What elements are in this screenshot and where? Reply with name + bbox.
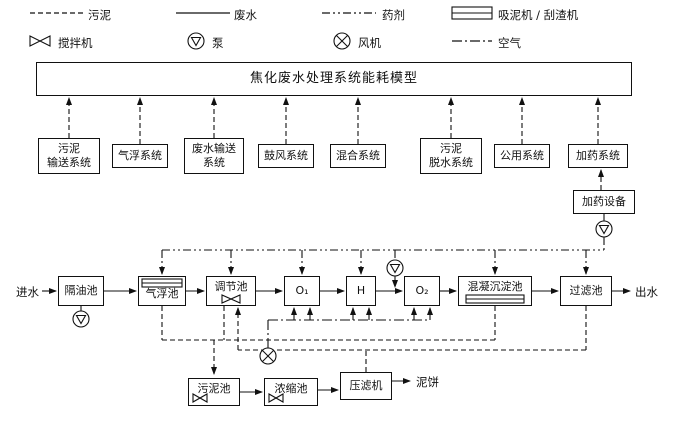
unit-label: 污泥池 (197, 382, 231, 395)
subsystem-mixing: 混合系统 (330, 144, 386, 168)
model-title: 焦化废水处理系统能耗模型 (249, 70, 418, 86)
blower-fan-icon (259, 347, 277, 365)
legend-fan-label: 风机 (358, 36, 381, 50)
chemical-lines (159, 214, 605, 288)
subsystem-label: 公用系统 (500, 148, 544, 162)
subsystem-label: 污泥 (440, 141, 462, 155)
unit-o2-tank: O₂ (404, 276, 440, 306)
subsystem-label: 输送系统 (47, 156, 91, 169)
unit-label: 气浮池 (145, 286, 179, 300)
dosing-equipment-label: 加药设备 (582, 194, 626, 208)
unit-label: O₁ (295, 283, 309, 297)
unit-filter-tank: 过滤池 (560, 276, 612, 306)
unit-label: O₂ (415, 283, 429, 297)
subsystem-label: 废水输送 (192, 141, 236, 155)
mud-cake-label: 泥饼 (416, 375, 439, 389)
sludge-lines (161, 306, 587, 375)
unit-label: 混凝沉淀池 (467, 280, 523, 293)
legend-sludge-label: 污泥 (88, 8, 111, 22)
unit-h-tank: H (346, 276, 376, 306)
subsystem-sludge-conveying: 污泥 输送系统 (38, 138, 100, 174)
flotation-scraper-icon (141, 278, 183, 288)
unit-regulating-tank: 调节池 (206, 276, 256, 306)
subsystem-label: 混合系统 (336, 148, 380, 162)
legend-chemical-label: 药剂 (382, 8, 405, 22)
air-lines (267, 319, 430, 348)
subsystem-label: 系统 (203, 156, 225, 169)
subsystem-label: 脱水系统 (429, 156, 473, 169)
dosing-equipment-box: 加药设备 (573, 190, 635, 214)
unit-oil-separation-tank: 隔油池 (58, 276, 104, 306)
recycle-pump-icon (386, 259, 404, 277)
model-title-box: 焦化废水处理系统能耗模型 (36, 62, 632, 96)
aeration-branches (291, 307, 433, 320)
unit-label: 调节池 (214, 280, 248, 293)
unit-thickening-tank: 浓缩池 (264, 378, 318, 406)
unit-label: H (356, 283, 366, 297)
subsystem-sludge-dewatering: 污泥 脱水系统 (420, 138, 482, 174)
unit-label: 过滤池 (569, 283, 603, 297)
legend-scraper-icon (451, 6, 493, 20)
legend-fan-icon (333, 32, 351, 50)
sedimentation-scraper-icon (465, 294, 525, 304)
energy-flow-arrows (66, 97, 604, 190)
unit-label: 浓缩池 (274, 382, 308, 395)
subsystem-label: 加药系统 (576, 148, 620, 162)
legend-mixer-icon (29, 35, 51, 47)
subsystem-blower: 鼓风系统 (258, 144, 314, 168)
legend-scraper-label: 吸泥机 / 刮渣机 (498, 8, 579, 22)
subsystem-wastewater-conveying: 废水输送 系统 (184, 138, 244, 174)
subsystem-utility: 公用系统 (494, 144, 550, 168)
effluent-label: 出水 (635, 285, 658, 299)
unit-label: 压滤机 (349, 378, 383, 392)
legend-wastewater-label: 废水 (234, 8, 257, 22)
subsystem-dosing: 加药系统 (568, 144, 628, 168)
thickening-tank-mixer-icon (268, 393, 284, 403)
unit-sludge-tank: 污泥池 (188, 378, 240, 406)
legend-pump-label: 泵 (212, 36, 224, 50)
wastewater-flow-lines (42, 288, 631, 395)
influent-label: 进水 (16, 285, 39, 299)
legend-pump-icon (187, 32, 205, 50)
subsystem-label: 污泥 (58, 141, 80, 155)
unit-filter-press: 压滤机 (340, 372, 392, 400)
subsystem-air-flotation: 气浮系统 (112, 144, 168, 168)
sludge-tank-mixer-icon (192, 393, 208, 403)
oil-tank-pump-icon (72, 310, 90, 328)
subsystem-label: 气浮系统 (118, 148, 162, 162)
legend-air-label: 空气 (498, 36, 521, 50)
unit-label: 隔油池 (64, 283, 98, 297)
legend-mixer-label: 搅拌机 (58, 36, 93, 50)
regulating-tank-mixer-icon (221, 294, 241, 304)
unit-o1-tank: O₁ (284, 276, 320, 306)
subsystem-label: 鼓风系统 (264, 148, 308, 162)
dosing-pump-icon (595, 220, 613, 238)
